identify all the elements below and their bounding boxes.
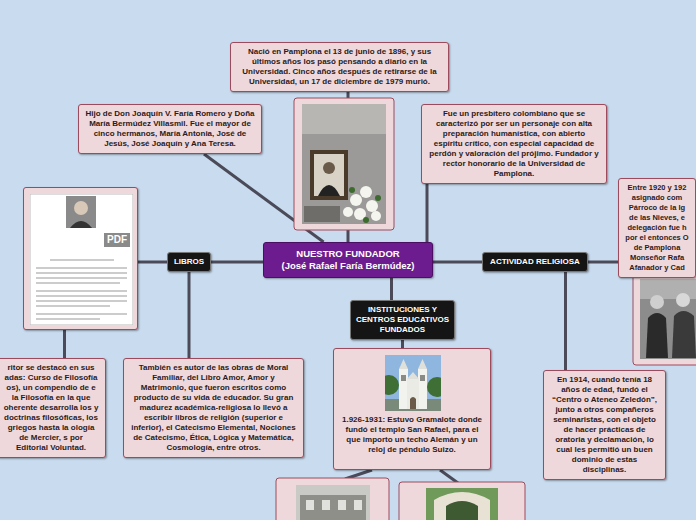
info-box: ritor se destacó en sus adas: Curso de F… [0, 358, 106, 458]
node-text: También es autor de las obras de Moral F… [130, 363, 297, 453]
node-text: ACTIVIDAD RELIGIOSA [487, 257, 583, 267]
founder-photo [294, 98, 394, 230]
branch-label: ACTIVIDAD RELIGIOSA [482, 252, 588, 272]
institution-box: 1.926-1931: Estuvo Gramalote donde fundó… [333, 348, 491, 470]
node-text: Hijo de Don Joaquín V. Faría Romero y Do… [85, 109, 255, 149]
info-box: Entre 1920 y 192 asignado com Párroco de… [618, 178, 696, 278]
info-box: Nació en Pamplona el 13 de junio de 1896… [230, 42, 449, 92]
node-text: (José Rafael Faría Bermúdez) [270, 260, 426, 272]
node-text: LIBROS [172, 257, 206, 267]
node-text: En 1914, cuando tenía 18 años de edad, f… [550, 375, 659, 475]
leader-line [440, 470, 458, 483]
node-text: PDF [104, 233, 130, 247]
branch-label: LIBROS [167, 252, 211, 272]
connector [564, 272, 567, 370]
node-text: 1.926-1931: Estuvo Gramalote donde fundó… [340, 415, 484, 455]
connector [426, 184, 429, 242]
connector [138, 261, 167, 264]
connector [188, 272, 191, 358]
node-text: NUESTRO FUNDADOR [270, 248, 426, 260]
info-box: Hijo de Don Joaquín V. Faría Romero y Do… [78, 104, 262, 154]
central-topic: NUESTRO FUNDADOR(José Rafael Faría Bermú… [263, 242, 433, 278]
node-text: ritor se destacó en sus adas: Curso de F… [3, 363, 99, 453]
branch-label: INSTITUCIONES Y CENTROS EDUCATIVOS FUNDA… [350, 300, 455, 340]
node-text: Fue un presbítero colombiano que se cara… [428, 109, 600, 179]
connector [63, 330, 66, 358]
connector [588, 261, 618, 264]
info-box: Fue un presbítero colombiano que se cara… [421, 104, 607, 184]
info-box: En 1914, cuando tenía 18 años de edad, f… [543, 370, 666, 480]
node-text: INSTITUCIONES Y CENTROS EDUCATIVOS FUNDA… [355, 305, 450, 335]
node-text: Entre 1920 y 192 asignado com Párroco de… [625, 183, 689, 273]
arch-photo [399, 482, 525, 520]
info-box: También es autor de las obras de Moral F… [123, 358, 304, 458]
connector [433, 261, 482, 264]
connector [401, 340, 404, 348]
connector [211, 261, 263, 264]
connector [390, 278, 393, 300]
religious-photo [633, 272, 696, 365]
pdf-box: PDF [23, 187, 138, 330]
building-photo [276, 478, 389, 520]
node-text: Nació en Pamplona el 13 de junio de 1896… [237, 47, 442, 87]
